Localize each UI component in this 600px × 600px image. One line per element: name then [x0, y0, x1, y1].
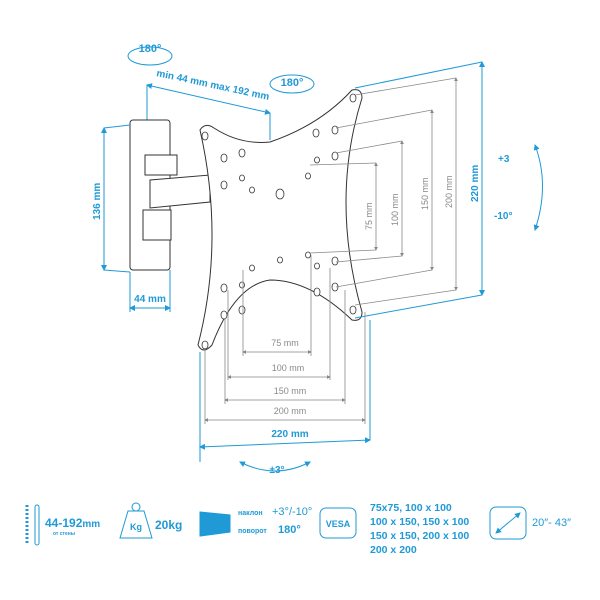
vesa-icon: VESA [319, 507, 357, 539]
swivel-value: 180° [278, 524, 301, 536]
tilt-label: наклон [238, 510, 263, 517]
mount-holes [201, 93, 357, 350]
dimension-label: 100 mm [272, 363, 305, 373]
dimension-label: 75 mm [271, 338, 299, 348]
dimension-label: 220 mm [271, 429, 308, 440]
wall-plate-width-label: 44 mm [134, 294, 166, 305]
screen-size-icon [489, 506, 527, 540]
vertical-dimensions: 75 mm 100 mm 150 mm 200 mm 220 mm [309, 61, 485, 319]
dimension-label: 220 mm [470, 165, 481, 202]
dimension-label: ±3° [269, 465, 284, 476]
tilt-value: +3°/-10° [272, 506, 313, 518]
screen-size-value: 20″- 43″ [532, 517, 571, 529]
dimension-label: 180° [281, 77, 304, 89]
dimension-label: 75 mm [364, 202, 374, 230]
rotation-arc-top-left: 180° [127, 43, 173, 66]
wall-distance-note: от стены [53, 531, 76, 537]
swivel-label: поворот [238, 528, 267, 535]
dimension-label: 100 mm [390, 193, 400, 226]
weight-icon: Kg [119, 502, 153, 539]
dimension-label: 200 mm [444, 175, 454, 208]
dimension-label: -10° [494, 211, 512, 222]
dimension-label: Kg [130, 522, 142, 532]
wall-plate [129, 119, 211, 271]
dimension-label: VESA [326, 519, 351, 529]
weight-value: 20kg [155, 518, 183, 532]
wall-distance-value: 44-192mm [45, 516, 101, 530]
horizontal-dimensions: 75 mm 100 mm 150 mm 200 mm 220 mm [199, 255, 371, 462]
rotation-arc-top-center: 180° [269, 74, 315, 94]
wall-distance-icon [25, 504, 40, 546]
swivel-indicator: ±3° [239, 461, 311, 476]
tilt-swivel-icon [199, 511, 231, 537]
arm-extension-label: min 44 mm max 192 mm [155, 68, 270, 103]
tilt-indicator: +3 -10° [494, 144, 543, 231]
dimension-label: 150 mm [274, 386, 307, 396]
dimension-label: 150 mm [420, 177, 430, 210]
dimension-label: 180° [139, 43, 162, 55]
dimension-label: 200 mm [274, 406, 307, 416]
dimension-label: +3 [498, 154, 510, 165]
vesa-list: 75x75, 100 x 100 100 x 150, 150 x 100 15… [370, 502, 470, 556]
wall-plate-height-label: 136 mm [92, 183, 103, 220]
